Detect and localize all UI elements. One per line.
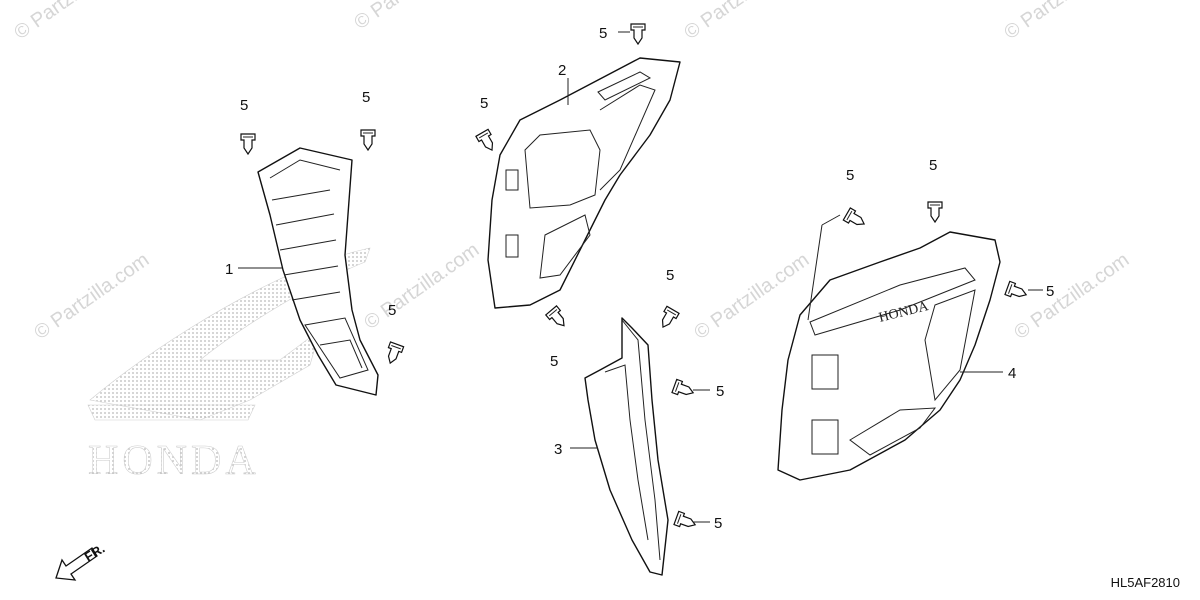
leader-lines [238, 31, 1043, 523]
clip-icon [927, 201, 943, 223]
watermark: © Partzilla.com [10, 0, 133, 44]
callout-clip: 5 [362, 89, 370, 106]
callout-part-1: 1 [225, 261, 233, 278]
callout-clip: 5 [666, 267, 674, 284]
clip-icon [1004, 280, 1030, 302]
callout-part-2: 2 [558, 62, 566, 79]
callout-part-3: 3 [554, 441, 562, 458]
clip-icon [630, 23, 646, 45]
callout-clip: 5 [1046, 283, 1054, 300]
watermark: © Partzilla.com [360, 239, 483, 334]
watermark: © Partzilla.com [1010, 249, 1133, 344]
clip-icon [383, 341, 405, 367]
callout-clip: 5 [714, 515, 722, 532]
clip-icon [671, 378, 697, 400]
clip-icon [545, 305, 570, 331]
callout-clip: 5 [846, 167, 854, 184]
front-direction-indicator: FR. [55, 541, 107, 581]
watermark: © Partzilla.com [350, 0, 473, 34]
clip-icon [240, 133, 256, 155]
callout-clip: 5 [240, 97, 248, 114]
clip-icon [360, 129, 376, 151]
background-logo-text: HONDA [88, 438, 260, 484]
callout-clip: 5 [550, 353, 558, 370]
watermark: © Partzilla.com [30, 249, 153, 344]
part-3-cover [584, 317, 669, 576]
front-arrow-icon [55, 547, 98, 581]
watermark: © Partzilla.com [680, 0, 803, 44]
drawing-code: HL5AF2810 [1110, 575, 1180, 590]
callout-clip: 5 [929, 157, 937, 174]
callout-part-4: 4 [1008, 365, 1016, 382]
part-1-cover [257, 147, 379, 396]
watermark: © Partzilla.com [1000, 0, 1123, 44]
callout-clip: 5 [388, 302, 396, 319]
callout-clip: 5 [716, 383, 724, 400]
callout-clip: 5 [599, 25, 607, 42]
part-4-cover: HONDA [777, 231, 1001, 481]
clip-icon [656, 305, 680, 332]
clip-icon [842, 207, 869, 231]
part-2-cover [487, 57, 681, 309]
callouts: 1 2 3 4 5 5 5 5 5 5 5 5 5 5 5 5 [225, 25, 1054, 532]
watermark: © Partzilla.com [690, 249, 813, 344]
clip-icon [475, 128, 499, 155]
callout-clip: 5 [480, 95, 488, 112]
clip-icon [673, 510, 699, 532]
